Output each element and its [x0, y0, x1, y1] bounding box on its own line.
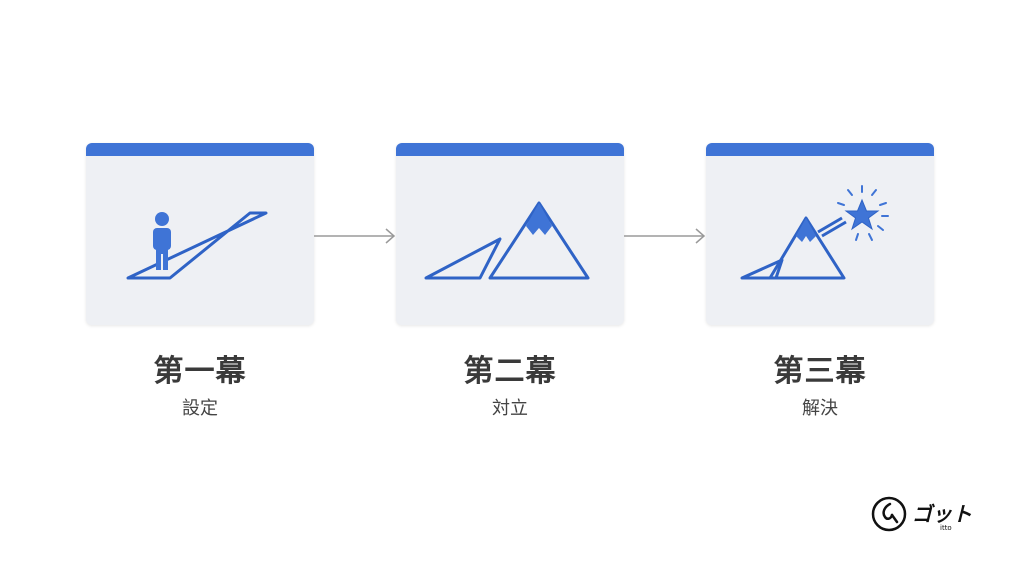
arrow-right-icon: [314, 228, 396, 244]
mountain-star-icon: [740, 185, 889, 280]
logo-subtext: itto: [940, 524, 952, 532]
mountain-icon: [424, 201, 590, 280]
act-one-subtitle: 設定: [182, 398, 218, 419]
logo-text: ゴット: [912, 502, 972, 526]
act-two-panel: [396, 143, 624, 325]
act-two-subtitle: 対立: [492, 398, 528, 419]
act-one-panel: [86, 143, 314, 325]
act-three-header-bar: [706, 143, 934, 156]
act-three-subtitle: 解決: [802, 398, 838, 419]
brand-logo: ゴット itto: [870, 495, 980, 535]
act-two-header-bar: [396, 143, 624, 156]
act-three-panel: [706, 143, 934, 325]
arrow-right-icon: [624, 228, 706, 244]
act-two-title: 第二幕: [463, 354, 557, 389]
act-three-title: 第三幕: [773, 354, 867, 389]
act-one-title: 第一幕: [153, 354, 247, 389]
logo-mark-icon: [871, 496, 907, 532]
act-one-header-bar: [86, 143, 314, 156]
person-on-path-icon: [126, 211, 268, 280]
